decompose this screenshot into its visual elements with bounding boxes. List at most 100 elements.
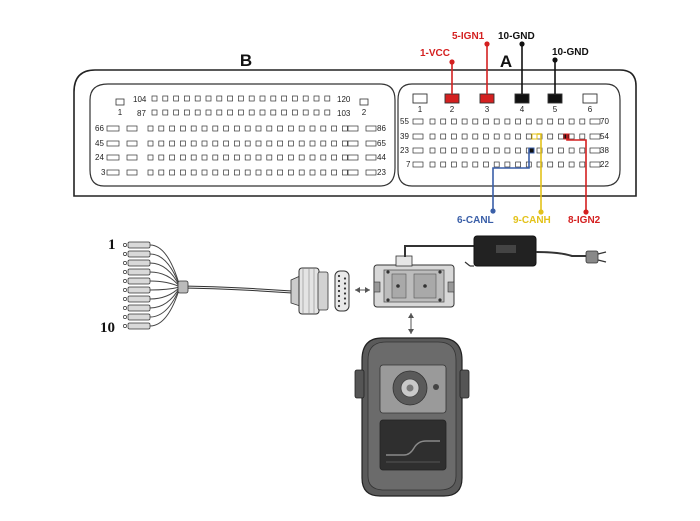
block-b-row-label: 44 [377, 153, 386, 162]
connector-pin [158, 169, 165, 176]
connector-pin [568, 118, 575, 125]
connector-pin [451, 118, 457, 125]
connector-pin [212, 154, 219, 161]
connector-pin [440, 118, 447, 125]
socket-hole [337, 294, 341, 298]
cable-leads [123, 241, 181, 330]
connector-pin [184, 109, 190, 116]
connector-pin [190, 125, 197, 132]
block-a-pin-grid [412, 118, 601, 168]
connector-pin [493, 133, 500, 140]
connector-pin [472, 147, 479, 154]
connector-pin [184, 95, 190, 102]
lead-tip [123, 279, 127, 283]
socket-hole [337, 289, 341, 293]
connector-pin [342, 140, 348, 147]
block-b-row-label: 45 [95, 139, 104, 148]
connector-pin [331, 169, 337, 176]
block-a-row-label: 22 [600, 160, 609, 169]
lead-tip [123, 306, 127, 310]
connector-pin [216, 109, 223, 116]
connector-pin [493, 147, 500, 154]
lead-tip [123, 261, 127, 265]
wire-ign2-dot [583, 209, 589, 215]
connector-pin [331, 140, 337, 147]
connector-pin [547, 133, 554, 140]
db-connector-socket [334, 270, 350, 312]
connector-pin [589, 118, 601, 125]
connector-pin [536, 118, 543, 125]
connector-pin [309, 169, 316, 176]
socket-hole [343, 282, 347, 285]
block-a-row-label: 55 [400, 117, 409, 126]
block-a-pin-5-box [547, 93, 563, 104]
connector-pin [277, 169, 283, 176]
block-b-pin-87: 87 [137, 109, 146, 118]
block-a-row-label: 38 [600, 146, 609, 155]
connector-pin [126, 140, 138, 147]
connector-pin [234, 169, 240, 176]
arrow-left-icon [355, 287, 370, 293]
connector-pin [292, 109, 298, 116]
connector-pin [266, 125, 273, 132]
lead-terminal [127, 250, 151, 258]
connector-pin [589, 147, 601, 154]
block-a-pin-4-box [514, 93, 530, 104]
connector-pin [568, 133, 575, 140]
connector-pin [347, 154, 359, 161]
connector-pin [347, 140, 359, 147]
label-10-gnd-pin4: 10-GND [498, 31, 535, 42]
connector-pin [212, 140, 219, 147]
connector-pin [558, 161, 564, 168]
connector-pin [255, 125, 262, 132]
block-b-label: B [240, 51, 252, 70]
connector-pin [259, 95, 266, 102]
connector-pin [173, 95, 179, 102]
connector-pin [324, 95, 331, 102]
connector-pin [180, 140, 186, 147]
block-a-row-label: 70 [600, 117, 609, 126]
connector-pin [169, 140, 175, 147]
block-b-row-label: 23 [377, 168, 386, 177]
label-8-ign2: 8-IGN2 [568, 215, 601, 226]
connector-pin [281, 95, 287, 102]
label-5-ign1: 5-IGN1 [452, 31, 485, 42]
connector-pin [227, 95, 233, 102]
block-b-outline [89, 83, 396, 187]
lead-terminal [127, 241, 151, 249]
lead-number-last: 10 [100, 320, 115, 336]
connector-pin [493, 161, 500, 168]
connector-pin [429, 133, 436, 140]
connector-pin [579, 118, 586, 125]
connector-pin [234, 140, 240, 147]
connector-pin [194, 95, 201, 102]
lead-tip [123, 252, 127, 256]
connector-pin [472, 161, 479, 168]
connector-pin [461, 147, 468, 154]
diagnostic-main-unit [354, 337, 470, 497]
connector-pin [440, 147, 447, 154]
connector-pin [158, 125, 165, 132]
connector-pin [515, 133, 521, 140]
connector-pin [451, 147, 457, 154]
connector-pin [244, 140, 251, 147]
lower-panel [379, 419, 447, 471]
connector-pin [451, 161, 457, 168]
wire-canh [537, 133, 542, 211]
block-b-pin-2: 2 [362, 108, 367, 117]
lead-terminal [127, 268, 151, 276]
connector-pin [288, 140, 294, 147]
block-b-pin-grid [106, 95, 377, 176]
connector-pin [320, 169, 327, 176]
block-b-pin-1: 1 [118, 108, 123, 117]
connector-pin [190, 140, 197, 147]
breakout-cable: 1 10 [100, 237, 370, 336]
connector-pin [277, 140, 283, 147]
lead-terminal [127, 313, 151, 321]
connector-pin [440, 133, 447, 140]
connector-pin [194, 109, 201, 116]
connector-pin [201, 169, 208, 176]
connector-pin [180, 154, 186, 161]
connector-pin [255, 169, 262, 176]
connector-pin [248, 95, 255, 102]
